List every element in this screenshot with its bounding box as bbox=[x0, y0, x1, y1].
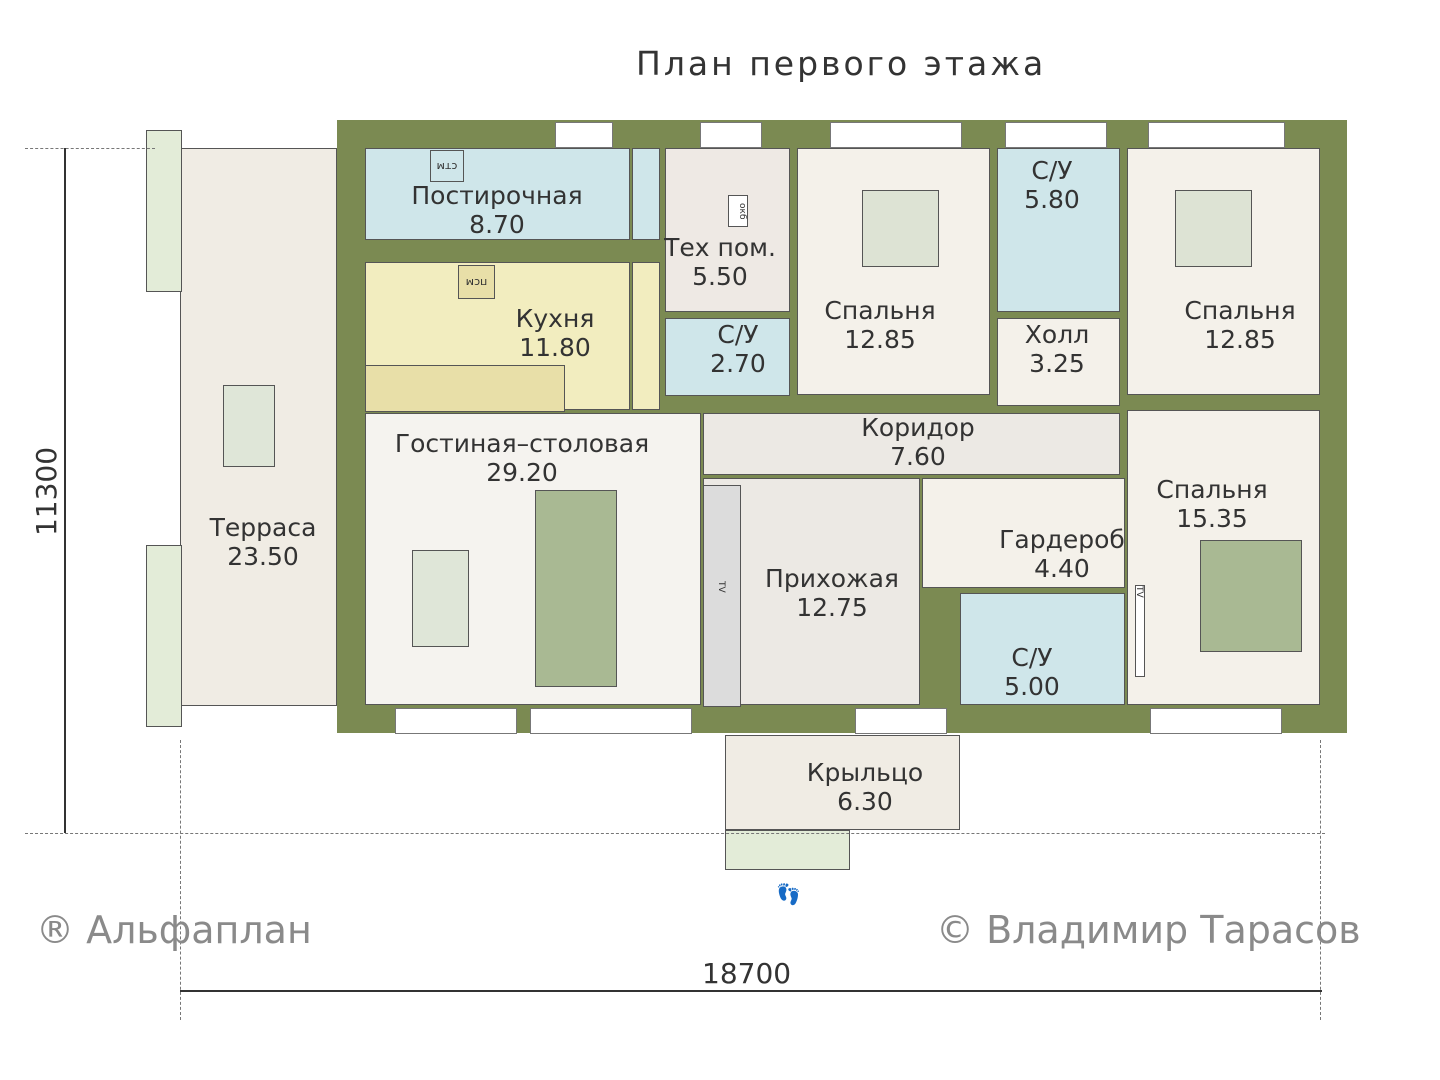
tv-stand: TV bbox=[703, 485, 741, 707]
axis-line bbox=[1320, 740, 1321, 1020]
watermark-left: ® Альфаплан bbox=[36, 908, 312, 952]
axis-line bbox=[25, 148, 155, 149]
bed-3 bbox=[1200, 540, 1302, 652]
room-wc-2 bbox=[997, 148, 1120, 312]
window bbox=[830, 122, 962, 148]
axis-line bbox=[180, 740, 181, 1020]
porch-step bbox=[725, 830, 850, 870]
room-corridor bbox=[703, 413, 1120, 475]
room-bedroom-1 bbox=[797, 148, 990, 395]
storage-cabinet bbox=[632, 148, 660, 240]
room-porch bbox=[725, 735, 960, 830]
axis-line bbox=[25, 833, 1325, 834]
room-laundry bbox=[365, 148, 630, 240]
room-hall bbox=[997, 318, 1120, 406]
room-wc-small bbox=[665, 318, 790, 396]
tv-icon: TV bbox=[1134, 585, 1145, 677]
window bbox=[395, 708, 517, 734]
terrace-rail-top bbox=[146, 130, 182, 292]
kitchen-island bbox=[365, 365, 565, 412]
width-dimension-line bbox=[180, 990, 1322, 992]
window bbox=[1148, 122, 1285, 148]
room-label: Тех пом.5.50 bbox=[664, 233, 776, 291]
room-tech bbox=[665, 148, 790, 312]
window bbox=[855, 708, 947, 734]
dining-table-terrace bbox=[223, 385, 275, 467]
room-wardrobe bbox=[922, 478, 1125, 588]
window bbox=[700, 122, 762, 148]
dishwasher-icon: псм bbox=[458, 265, 495, 299]
watermark-right: © Владимир Тарасов bbox=[936, 908, 1361, 952]
room-bedroom-2 bbox=[1127, 148, 1320, 395]
dining-table bbox=[412, 550, 469, 647]
window bbox=[1150, 708, 1282, 734]
washer-icon: стм bbox=[430, 150, 464, 182]
room-wc-3 bbox=[960, 593, 1125, 705]
boiler-icon: окб bbox=[728, 195, 748, 227]
sofa bbox=[535, 490, 617, 687]
footsteps-icon: 👣 bbox=[776, 882, 801, 906]
window bbox=[1005, 122, 1107, 148]
bed-1 bbox=[862, 190, 939, 267]
plan-title: План первого этажа bbox=[636, 44, 1047, 83]
bed-2 bbox=[1175, 190, 1252, 267]
width-dimension: 18700 bbox=[702, 957, 792, 990]
kitchen-cabinet bbox=[632, 262, 660, 410]
terrace-rail-bottom bbox=[146, 545, 182, 727]
height-dimension-line bbox=[64, 148, 66, 833]
window bbox=[530, 708, 692, 734]
height-dimension: 11300 bbox=[30, 446, 64, 537]
window bbox=[555, 122, 613, 148]
